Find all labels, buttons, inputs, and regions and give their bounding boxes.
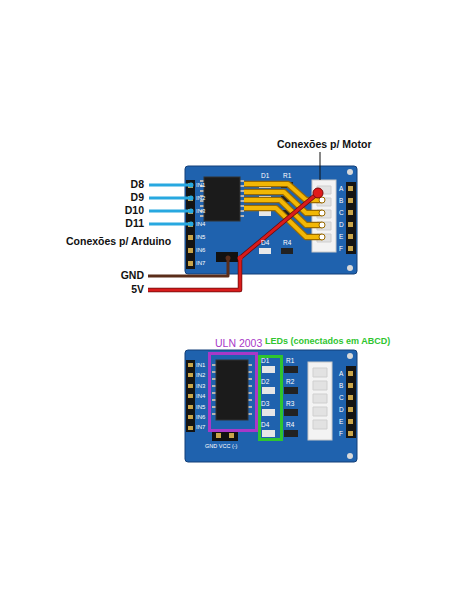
motor-wire bbox=[244, 184, 322, 237]
power-wire bbox=[148, 193, 318, 290]
silkscreen-label: R2 bbox=[286, 378, 294, 385]
silkscreen-label: IN3 bbox=[196, 383, 205, 390]
silkscreen-label: C bbox=[339, 394, 344, 401]
pin-header bbox=[186, 360, 195, 432]
heading-label: Conexões p/ Motor bbox=[277, 139, 372, 151]
chip-highlight-box: ULN 2003 bbox=[208, 352, 258, 432]
silkscreen-label: IN1 bbox=[196, 362, 205, 369]
header-pins bbox=[188, 363, 193, 430]
silkscreen-label: F bbox=[339, 430, 343, 437]
silkscreen-label: D bbox=[339, 221, 344, 228]
silkscreen-label: C bbox=[339, 209, 344, 216]
pin-header bbox=[346, 366, 356, 438]
silkscreen-label: D4 bbox=[261, 421, 269, 428]
pin-label: D10 bbox=[96, 205, 144, 217]
mounting-hole bbox=[347, 353, 353, 359]
resistor-symbols bbox=[284, 366, 298, 437]
silkscreen-label: R4 bbox=[283, 239, 291, 246]
silkscreen-label: IN2 bbox=[196, 195, 205, 202]
pin-label: D8 bbox=[96, 179, 144, 191]
led-highlight-box: LEDs (conectados em ABCD) bbox=[258, 355, 283, 441]
silkscreen-label: IN1 bbox=[196, 182, 205, 189]
wire-end bbox=[189, 183, 194, 227]
silkscreen-label: IN2 bbox=[196, 372, 205, 379]
wire-end bbox=[319, 197, 325, 240]
silkscreen-label: R1 bbox=[286, 357, 294, 364]
power-wire-outline bbox=[148, 193, 318, 290]
wire-end bbox=[313, 188, 323, 198]
jumper-pins bbox=[216, 433, 234, 438]
silkscreen-label: D2 bbox=[261, 378, 269, 385]
silkscreen-label: IN3 bbox=[196, 208, 205, 215]
silkscreen-label: D4 bbox=[261, 239, 269, 246]
silkscreen-label: R4 bbox=[286, 421, 294, 428]
silkscreen-label: R1 bbox=[283, 172, 291, 179]
silkscreen-label: B bbox=[339, 197, 343, 204]
motor-wire-outline bbox=[244, 184, 322, 237]
pin-label: GND bbox=[96, 270, 144, 282]
silkscreen-label: IN7 bbox=[196, 424, 205, 431]
box-label: ULN 2003 bbox=[215, 338, 262, 350]
connector-slots bbox=[313, 368, 327, 429]
header-pins bbox=[188, 183, 193, 266]
pin-header bbox=[346, 182, 356, 254]
ground-wire bbox=[148, 258, 228, 276]
mounting-hole bbox=[347, 169, 353, 175]
silkscreen-label: A bbox=[339, 370, 343, 377]
silkscreen-label: IN5 bbox=[196, 404, 205, 411]
silkscreen-label: IN4 bbox=[196, 221, 205, 228]
box-label: LEDs (conectados em ABCD) bbox=[265, 337, 390, 347]
silkscreen-label: E bbox=[339, 418, 343, 425]
mounting-hole bbox=[347, 453, 353, 459]
chip-body bbox=[204, 177, 240, 221]
wire-end bbox=[226, 256, 231, 261]
motor-connector bbox=[308, 362, 332, 440]
silkscreen-label: D3 bbox=[261, 400, 269, 407]
heading-label: Conexões p/ Arduino bbox=[66, 236, 171, 248]
silkscreen-label: B bbox=[339, 382, 343, 389]
leader-line bbox=[320, 152, 321, 180]
silkscreen-label: GND VCC (-) bbox=[205, 443, 237, 449]
pin-label: D9 bbox=[96, 192, 144, 204]
silkscreen-label: E bbox=[339, 233, 343, 240]
silkscreen-label: D bbox=[339, 406, 344, 413]
pin-label: D11 bbox=[96, 218, 144, 230]
silkscreen-label: A bbox=[339, 185, 343, 192]
silkscreen-label: F bbox=[339, 245, 343, 252]
silkscreen-label: R3 bbox=[286, 400, 294, 407]
pcb-board bbox=[185, 350, 357, 462]
wire-end bbox=[238, 256, 243, 261]
pin-label: 5V bbox=[96, 284, 144, 296]
silkscreen-label: IN5 bbox=[196, 234, 205, 241]
chip-body bbox=[216, 360, 248, 420]
silkscreen-label: IN7 bbox=[196, 260, 205, 267]
silkscreen-label: IN6 bbox=[196, 414, 205, 421]
silkscreen-label: D1 bbox=[261, 357, 269, 364]
signal-wire bbox=[149, 185, 191, 224]
silkscreen-label: IN4 bbox=[196, 393, 205, 400]
silkscreen-label: IN6 bbox=[196, 247, 205, 254]
header-pins bbox=[348, 186, 353, 251]
silkscreen-label: D1 bbox=[261, 172, 269, 179]
header-pins bbox=[348, 371, 353, 436]
led-symbols bbox=[262, 366, 275, 437]
pcb-board bbox=[185, 166, 357, 274]
mounting-hole bbox=[347, 265, 353, 271]
